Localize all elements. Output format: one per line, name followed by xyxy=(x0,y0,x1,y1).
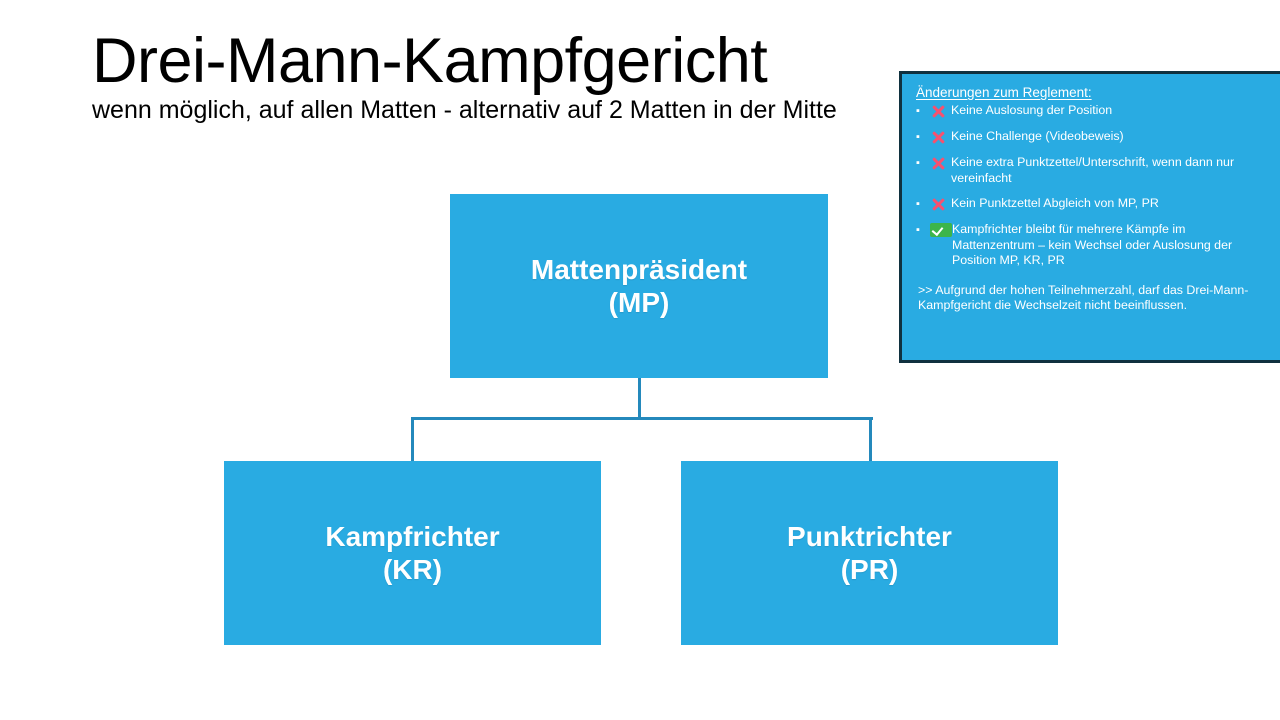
connector-horizontal-bar xyxy=(411,417,873,420)
org-node-kampfrichter[interactable]: Kampfrichter (KR) xyxy=(224,461,601,645)
bullet-icon: ▪ xyxy=(916,157,920,169)
org-node-label: Punktrichter (PR) xyxy=(787,521,952,585)
bullet-icon: ▪ xyxy=(916,105,920,117)
rule-item: ▪ Keine extra Punktzettel/Unterschrift, … xyxy=(913,155,1266,186)
bullet-icon: ▪ xyxy=(916,224,920,236)
bullet-icon: ▪ xyxy=(916,198,920,210)
org-node-punktrichter[interactable]: Punktrichter (PR) xyxy=(681,461,1058,645)
org-node-label: Mattenpräsident (MP) xyxy=(530,254,748,318)
rule-item: ▪ Kein Punktzettel Abgleich von MP, PR xyxy=(913,196,1266,212)
rule-item: ▪ Kampfrichter bleibt für mehrere Kämpfe… xyxy=(913,222,1266,269)
rule-text: Keine extra Punktzettel/Unterschrift, we… xyxy=(951,155,1235,185)
cross-icon xyxy=(929,104,951,119)
page-title: Drei-Mann-Kampfgericht xyxy=(92,26,768,96)
connector-drop-kr xyxy=(411,417,414,462)
rules-panel-footnote: >> Aufgrund der hohen Teilnehmerzahl, da… xyxy=(918,282,1249,313)
rule-text: Kein Punktzettel Abgleich von MP, PR xyxy=(951,196,1159,210)
rule-item: ▪ Keine Challenge (Videobeweis) xyxy=(913,129,1266,145)
org-node-label: Kampfrichter (KR) xyxy=(325,521,500,585)
rules-panel-heading: Änderungen zum Reglement: xyxy=(916,85,1092,100)
bullet-icon: ▪ xyxy=(916,131,920,143)
rule-text: Kampfrichter bleibt für mehrere Kämpfe i… xyxy=(952,222,1233,267)
rule-text: Keine Challenge (Videobeweis) xyxy=(951,129,1124,143)
rule-item: ▪ Keine Auslosung der Position xyxy=(913,103,1266,119)
title-block: Drei-Mann-Kampfgericht wenn möglich, auf… xyxy=(92,28,912,124)
cross-icon xyxy=(929,197,951,212)
connector-mp-stem xyxy=(638,378,641,419)
rules-panel: Änderungen zum Reglement: ▪ Keine Auslos… xyxy=(899,71,1280,363)
cross-icon xyxy=(929,156,951,171)
org-node-mattenpraesident[interactable]: Mattenpräsident (MP) xyxy=(450,194,828,378)
rule-text: Keine Auslosung der Position xyxy=(951,103,1113,117)
connector-drop-pr xyxy=(869,417,872,462)
cross-icon xyxy=(929,130,951,145)
page-subtitle: wenn möglich, auf allen Matten - alterna… xyxy=(92,96,837,124)
check-icon xyxy=(930,223,952,237)
